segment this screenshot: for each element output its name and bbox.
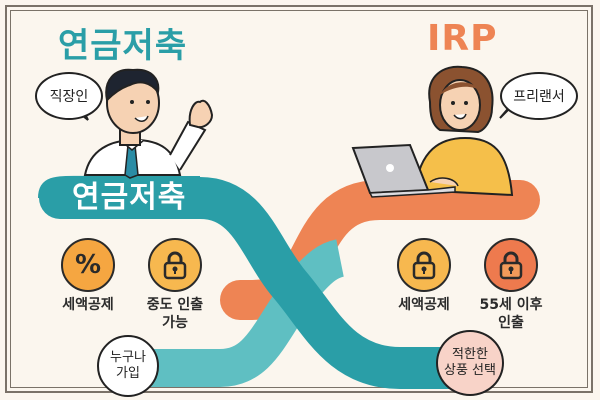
feature-label-line: 중도 인출 [146,297,204,313]
feature-label-line: 가능 [162,315,188,331]
badge-line: 누구나 [110,350,146,365]
badge-line: 적한한 [452,347,488,362]
badge-line: 가입 [116,366,140,381]
withdrawal-after-55-badge [484,238,538,292]
lock-icon [499,251,523,280]
pension-savings-ribbon-label: 연금저축 [72,180,187,215]
speech-bubble-text: 직장인 [49,89,89,105]
percent-icon: % [74,250,102,280]
feature-label: 세액공제 [398,297,450,313]
office-worker-speech-bubble: 직장인 [35,72,103,120]
lock-icon [163,251,187,280]
feature-label-line: 55세 이후 [479,297,543,313]
feature-label-line: 인출 [498,315,524,331]
badge-line: 상풍 선택 [444,363,496,378]
inner-frame [10,10,588,388]
feature-label: 세액공제 [62,297,114,313]
withdrawal-badge [148,238,202,292]
lock-icon [412,251,436,280]
office-worker-illustration [83,68,214,179]
freelancer-speech-bubble: 프리랜서 [500,72,578,120]
outer-frame [5,5,593,393]
pension-savings-ribbon [39,177,471,389]
irp-tax-credit-badge [397,238,451,292]
feature-label: 55세 이후 인출 [466,296,556,332]
speech-bubble-text: 프리랜서 [513,89,565,105]
tax-credit-badge: % [61,238,115,292]
pension-savings-title: 연금저축 [58,26,188,66]
feature-label: 중도 인출 가능 [130,296,220,332]
freelancer-illustration [351,65,514,198]
irp-title: IRP [427,18,498,59]
